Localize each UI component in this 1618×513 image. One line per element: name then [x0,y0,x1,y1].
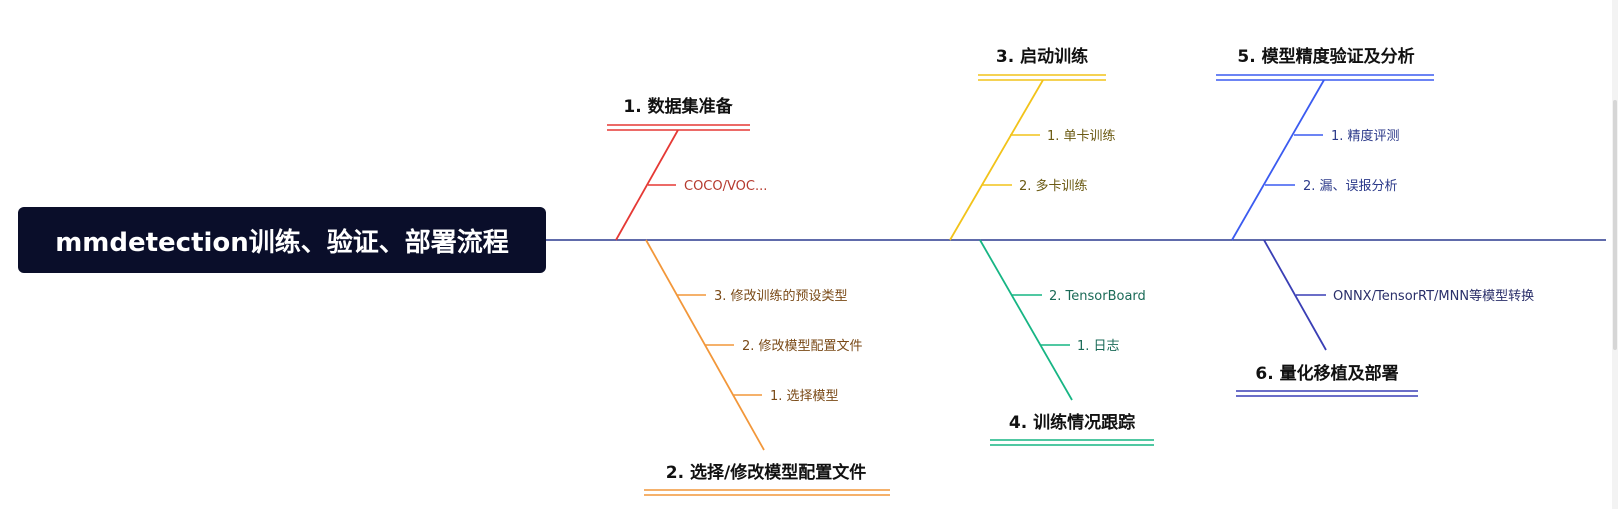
branch-4-title[interactable]: 4. 训练情况跟踪 [1009,412,1135,433]
branch-6-item-1[interactable]: ONNX/TensorRT/MNN等模型转换 [1333,288,1534,304]
branch-5[interactable]: 5. 模型精度验证及分析 1. 精度评测 2. 漏、误报分析 [1216,46,1434,241]
branch-1-title[interactable]: 1. 数据集准备 [623,96,733,117]
branch-3-item-1[interactable]: 1. 单卡训练 [1047,129,1116,144]
root-topic[interactable]: mmdetection训练、验证、部署流程 [18,207,546,273]
branch-6-title[interactable]: 6. 量化移植及部署 [1255,363,1398,384]
branch-2-item-1[interactable]: 3. 修改训练的预设类型 [714,288,848,304]
branch-4-bone [979,239,1073,401]
branch-3-bone [949,79,1044,241]
branch-6-bone [1263,239,1327,351]
branch-6[interactable]: 6. 量化移植及部署 ONNX/TensorRT/MNN等模型转换 [1236,239,1534,397]
branch-4[interactable]: 4. 训练情况跟踪 2. TensorBoard 1. 日志 [979,239,1154,446]
vertical-scrollbar-thumb[interactable] [1613,100,1617,350]
branch-1-item[interactable]: COCO/VOC... [684,179,767,194]
branch-5-item-2[interactable]: 2. 漏、误报分析 [1303,178,1398,194]
branch-2[interactable]: 2. 选择/修改模型配置文件 3. 修改训练的预设类型 2. 修改模型配置文件 … [644,239,890,496]
branch-3[interactable]: 3. 启动训练 1. 单卡训练 2. 多卡训练 [949,46,1116,241]
branch-1[interactable]: 1. 数据集准备 COCO/VOC... [607,96,767,241]
branch-3-item-2[interactable]: 2. 多卡训练 [1019,178,1088,194]
branch-2-title[interactable]: 2. 选择/修改模型配置文件 [666,462,866,483]
root-topic-label: mmdetection训练、验证、部署流程 [55,227,509,258]
branch-2-item-2[interactable]: 2. 修改模型配置文件 [742,339,863,354]
branch-5-item-1[interactable]: 1. 精度评测 [1331,128,1400,144]
branch-5-title[interactable]: 5. 模型精度验证及分析 [1237,46,1414,67]
branch-4-item-2[interactable]: 1. 日志 [1077,339,1120,354]
branch-2-item-3[interactable]: 1. 选择模型 [770,389,839,404]
branch-5-bone [1231,79,1325,241]
branch-4-item-1[interactable]: 2. TensorBoard [1049,289,1146,304]
branch-1-bone [615,129,679,241]
branch-3-title[interactable]: 3. 启动训练 [996,46,1088,67]
